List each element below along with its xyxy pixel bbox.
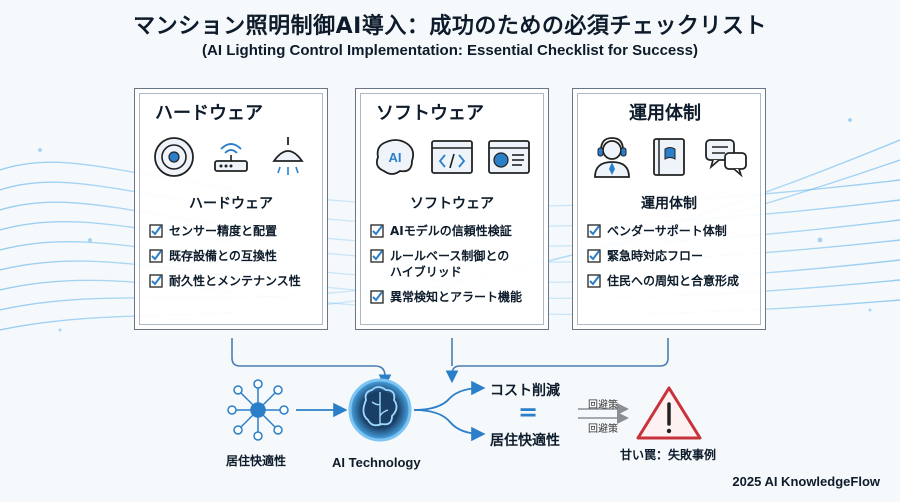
checkbox-checked-icon: [370, 224, 384, 238]
checkbox-checked-icon: [149, 274, 163, 288]
code-window-icon: [431, 140, 473, 174]
checklist-item-label: 異常検知とアラート機能: [390, 290, 523, 304]
checklist-item: 既存設備との互換性: [149, 248, 319, 264]
checklist-item-label: 耐久性とメンテナンス性: [169, 274, 301, 288]
icon-row: [583, 133, 755, 181]
trap-label: 甘い罠：失敗事例: [620, 448, 717, 462]
ai-technology-label: AI Technology: [332, 455, 421, 470]
checklist: ベンダーサポート体制 緊急時対応フロー 住民への周知と合意形成: [587, 223, 757, 298]
checklist: AIモデルの信頼性検証 ルールベース制御との ハイブリッド 異常検知とアラート機…: [370, 223, 540, 314]
brain-icon: [362, 386, 398, 427]
page-subtitle: (AI Lighting Control Implementation: Ess…: [202, 42, 698, 59]
checklist-item-label: ベンダーサポート体制: [607, 224, 727, 238]
checklist-item: 緊急時対応フロー: [587, 248, 757, 264]
wifi-router-icon: [214, 143, 248, 172]
panel-heading: 運用体制: [629, 103, 701, 124]
checklist: センサー精度と配置 既存設備との互換性 耐久性とメンテナンス性: [149, 223, 319, 298]
panel-subheading: ハードウェア: [189, 196, 273, 212]
warning-icon: [636, 386, 702, 440]
equals-sign: =: [518, 398, 539, 426]
checkbox-checked-icon: [587, 224, 601, 238]
panel-subheading: ソフトウェア: [410, 196, 494, 212]
comfort-label: 居住快適性: [490, 433, 560, 449]
icon-row: AI: [366, 133, 538, 181]
cost-reduction-label: コスト削減: [490, 383, 560, 399]
checklist-item-label: 既存設備との互換性: [169, 249, 277, 263]
panel-hardware: ハードウェア ハードウェア センサー精度と配置 既存設: [134, 88, 328, 330]
checklist-item: ルールベース制御との ハイブリッド: [370, 248, 540, 280]
checklist-item: 耐久性とメンテナンス性: [149, 273, 319, 289]
checkbox-checked-icon: [149, 224, 163, 238]
avoid-label-top: 回避策: [588, 400, 618, 411]
support-agent-icon: [594, 137, 630, 178]
manual-book-icon: [653, 138, 685, 176]
panel-subheading: 運用体制: [641, 196, 697, 212]
icon-row: [145, 133, 317, 181]
chat-bubbles-icon: [705, 139, 747, 178]
dashboard-icon: [488, 140, 531, 174]
arrow-to-comfort: [413, 409, 486, 442]
checkbox-checked-icon: [587, 274, 601, 288]
checklist-item-label: センサー精度と配置: [169, 224, 278, 238]
checklist-item: センサー精度と配置: [149, 223, 319, 239]
avoid-label-bottom: 回避策: [588, 424, 618, 435]
checklist-item-label: 住民への周知と合意形成: [607, 274, 740, 288]
checkbox-checked-icon: [587, 249, 601, 263]
checklist-item: ベンダーサポート体制: [587, 223, 757, 239]
arrow-to-cost: [413, 380, 486, 411]
checkbox-checked-icon: [370, 290, 384, 304]
checklist-item-label: ルールベース制御との ハイブリッド: [390, 249, 510, 279]
ceiling-light-icon: [272, 137, 305, 175]
network-node-icon: [227, 379, 289, 441]
checklist-item: 住民への周知と合意形成: [587, 273, 757, 289]
panel-operations: 運用体制 運用体制 ベンダーサポート体制: [572, 88, 766, 330]
checklist-item-label: 緊急時対応フロー: [607, 249, 704, 263]
ai-chip-text: AI: [388, 150, 401, 165]
footer-credit: 2025 AI KnowledgeFlow: [732, 474, 880, 489]
ai-chip-icon: AI: [375, 139, 414, 175]
panel-connectors: [231, 338, 669, 388]
checklist-item: 異常検知とアラート機能: [370, 289, 540, 305]
panel-heading: ソフトウェア: [376, 103, 484, 124]
checkbox-checked-icon: [370, 249, 384, 263]
checklist-item: AIモデルの信頼性検証: [370, 223, 540, 239]
ai-brain-node: [348, 378, 412, 442]
panel-heading: ハードウェア: [155, 103, 263, 124]
motion-sensor-icon: [153, 137, 194, 177]
source-label: 居住快適性: [226, 454, 287, 468]
page-title: マンション照明制御AI導入：成功のための必須チェックリスト: [133, 14, 767, 39]
checkbox-checked-icon: [149, 249, 163, 263]
panel-software: ソフトウェア AI ソフトウェア AIモデルの信頼性検証: [355, 88, 549, 330]
checklist-item-label: AIモデルの信頼性検証: [390, 224, 512, 238]
